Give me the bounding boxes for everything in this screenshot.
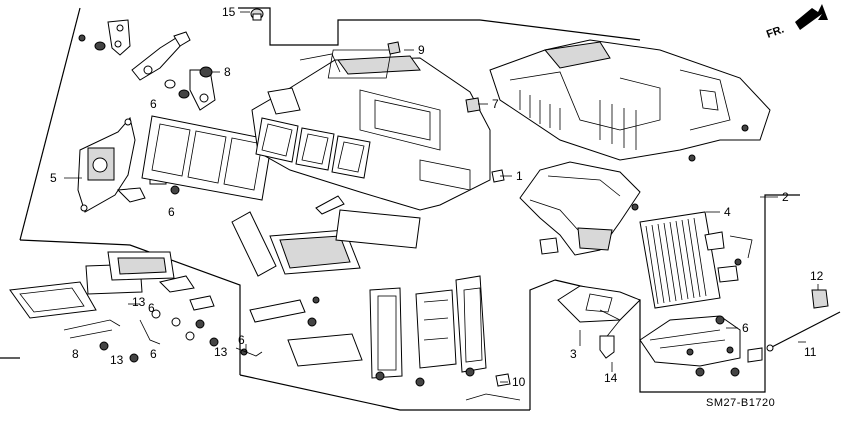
callout-6c: 6 [148, 301, 155, 315]
part-9-clip [387, 41, 401, 55]
door-assemblies [231, 195, 521, 401]
callout-13: 13 [132, 295, 146, 309]
lower-left-door-set [9, 251, 263, 363]
callout-6b: 6 [168, 205, 175, 219]
lever-cluster-top-left [78, 19, 216, 111]
callout-12: 12 [810, 269, 824, 283]
part-3-air-mix-housing [557, 285, 641, 341]
callout-6e: 6 [238, 333, 245, 347]
leader-lines [64, 11, 819, 383]
callout-6: 6 [150, 97, 157, 111]
part-7-clip [465, 97, 481, 113]
callout-11: 11 [804, 345, 817, 359]
air-filter-frame [141, 115, 273, 201]
heater-duct [491, 161, 641, 256]
callout-6d: 6 [150, 347, 157, 361]
callout-13b: 13 [110, 353, 124, 367]
front-label: FR. [765, 23, 786, 40]
callout-8: 8 [224, 65, 231, 79]
callout-14: 14 [604, 371, 618, 385]
callout-5: 5 [50, 171, 57, 185]
front-direction-indicator: FR. [765, 4, 828, 41]
callout-1: 1 [516, 169, 523, 183]
callout-7: 7 [492, 97, 499, 111]
callout-9: 9 [418, 43, 425, 57]
callout-8b: 8 [72, 347, 79, 361]
heater-unit-case [489, 39, 771, 211]
callout-labels: 15 9 8 6 7 5 1 6 2 4 12 13 6 8 13 6 13 6… [50, 5, 824, 389]
heater-upper-case [251, 49, 491, 211]
callout-13c: 13 [214, 345, 228, 359]
callout-4: 4 [724, 205, 731, 219]
part-15-grommet [250, 8, 264, 21]
part-14-cap [599, 335, 615, 359]
heater-core [639, 211, 753, 309]
callout-15: 15 [222, 5, 236, 19]
figure-code: SM27-B1720 [706, 397, 775, 409]
front-arrow-icon [795, 4, 828, 30]
callout-6f: 6 [742, 321, 749, 335]
part-12-bolt [811, 289, 829, 309]
callout-2: 2 [782, 190, 789, 204]
callout-10: 10 [512, 375, 526, 389]
callout-3: 3 [570, 347, 577, 361]
part-11-control-rod [766, 311, 841, 352]
heater-lower-case [639, 315, 763, 377]
